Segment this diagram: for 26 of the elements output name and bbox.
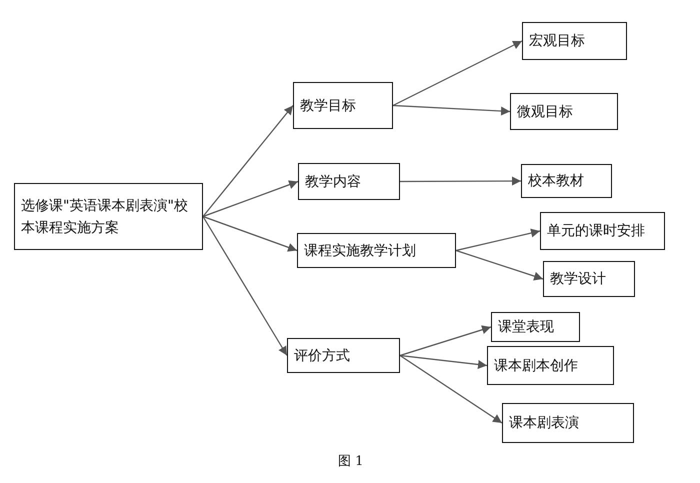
arrow: [400, 176, 521, 186]
arrow: [202, 180, 298, 218]
process-box: 选修课"英语课本剧表演"校本课程实施方案: [14, 183, 203, 250]
process-box: 课程实施教学计划: [297, 233, 456, 268]
process-box: 课本剧本创作: [487, 346, 614, 385]
process-box: 教学目标: [293, 82, 393, 129]
arrow: [456, 228, 540, 252]
arrow: [202, 216, 288, 356]
process-box: 教学设计: [543, 261, 635, 297]
arrow: [456, 250, 544, 280]
arrow: [400, 325, 492, 356]
arrow: [392, 104, 510, 116]
arrow: [392, 40, 522, 106]
process-box: 单元的课时安排: [540, 212, 665, 250]
process-box: 微观目标: [510, 93, 618, 130]
process-box: 评价方式: [287, 338, 400, 373]
arrow: [400, 354, 488, 369]
figure-caption: 图 1: [338, 453, 364, 470]
arrow: [202, 216, 298, 252]
process-box: 课本剧表演: [502, 403, 634, 443]
arrow: [400, 355, 502, 424]
process-box: 教学内容: [298, 163, 400, 200]
arrow: [202, 105, 294, 217]
process-box: 宏观目标: [522, 22, 627, 60]
process-box: 课堂表现: [491, 312, 580, 342]
process-box: 校本教材: [521, 164, 612, 198]
